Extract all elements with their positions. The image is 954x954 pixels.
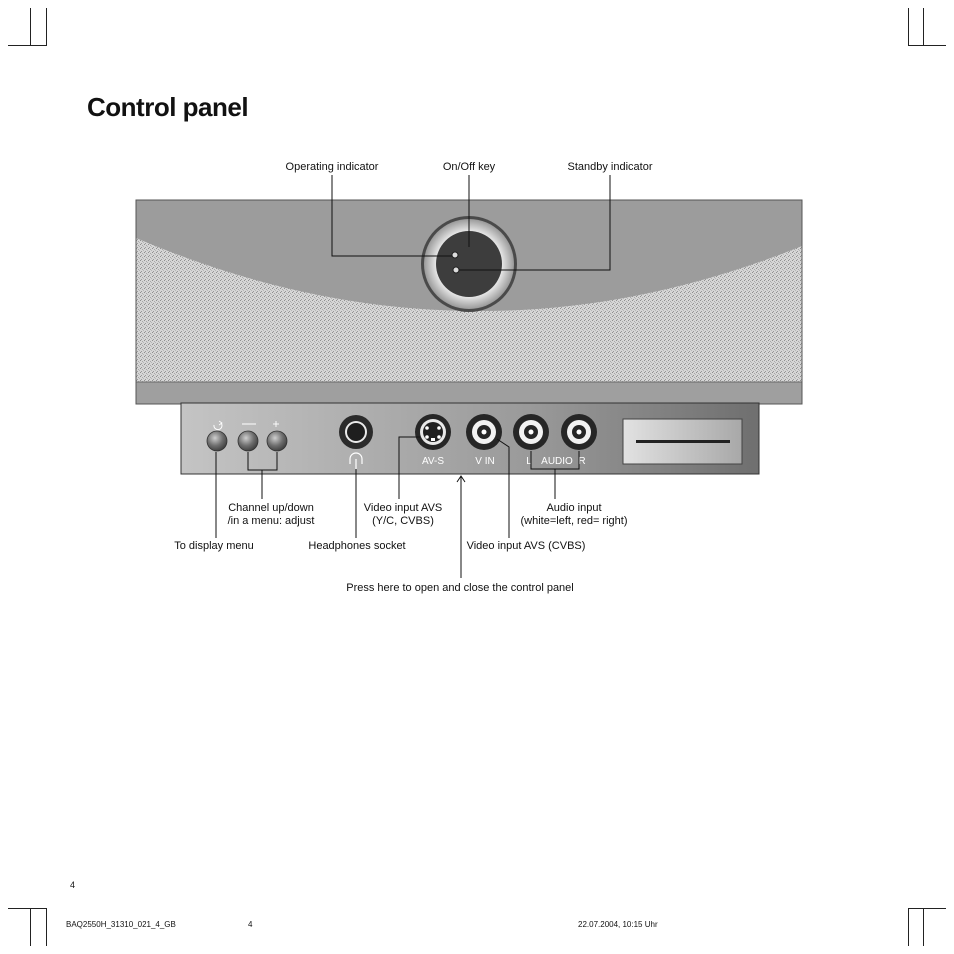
headphones-icon bbox=[349, 452, 363, 470]
label-av-s: AV-S bbox=[422, 456, 444, 467]
channel-down-button[interactable] bbox=[237, 430, 259, 452]
crop-mark bbox=[30, 908, 31, 946]
crop-mark bbox=[908, 45, 946, 46]
page-title: Control panel bbox=[87, 92, 249, 122]
label-press-here: Press here to open and close the control… bbox=[346, 582, 574, 594]
label-video-avs-line1: Video input AVS bbox=[363, 502, 443, 514]
label-video-input-cvbs: Video input AVS (CVBS) bbox=[466, 540, 586, 552]
label-channel: Channel up/down /in a menu: adjust bbox=[228, 502, 315, 528]
menu-button[interactable] bbox=[206, 430, 228, 452]
footer-doc-id: BAQ2550H_31310_021_4_GB bbox=[66, 920, 176, 929]
label-r: R bbox=[578, 456, 585, 467]
label-headphones-socket: Headphones socket bbox=[308, 540, 406, 552]
audio-left-socket[interactable] bbox=[513, 414, 549, 450]
crop-mark bbox=[46, 908, 47, 946]
label-channel-line2: /in a menu: adjust bbox=[227, 515, 315, 527]
label-audio-line1: Audio input bbox=[546, 502, 602, 514]
label-video-avs-line2: (Y/C, CVBS) bbox=[372, 515, 434, 527]
label-audio-line2: (white=left, red= right) bbox=[520, 515, 628, 527]
av-s-socket[interactable] bbox=[415, 414, 451, 450]
label-channel-line1: Channel up/down bbox=[228, 502, 314, 514]
label-on-off-key: On/Off key bbox=[442, 161, 496, 173]
crop-mark bbox=[8, 908, 46, 909]
v-in-socket[interactable] bbox=[466, 414, 502, 450]
operating-indicator bbox=[451, 251, 459, 259]
footer-page: 4 bbox=[248, 920, 253, 929]
label-audio: AUDIO bbox=[541, 456, 573, 467]
page-number: 4 bbox=[70, 880, 76, 890]
label-audio-input: Audio input (white=left, red= right) bbox=[521, 502, 628, 528]
standby-indicator bbox=[452, 266, 460, 274]
crop-mark bbox=[908, 908, 946, 909]
crop-mark bbox=[46, 8, 47, 46]
label-operating-indicator: Operating indicator bbox=[285, 161, 379, 173]
crop-mark bbox=[923, 908, 924, 946]
label-display-menu: To display menu bbox=[174, 540, 254, 552]
label-video-input-avs: Video input AVS (Y/C, CVBS) bbox=[364, 502, 443, 528]
label-standby-indicator: Standby indicator bbox=[567, 161, 653, 173]
crop-mark bbox=[908, 908, 909, 946]
channel-up-button[interactable] bbox=[266, 430, 288, 452]
crop-mark bbox=[8, 45, 46, 46]
label-l: L bbox=[526, 456, 532, 467]
crop-mark bbox=[923, 8, 924, 46]
audio-right-socket[interactable] bbox=[561, 414, 597, 450]
on-off-key[interactable] bbox=[421, 216, 517, 312]
menu-icon bbox=[213, 422, 223, 431]
label-v-in: V IN bbox=[475, 456, 494, 467]
crop-mark bbox=[908, 8, 909, 46]
plus-icon bbox=[273, 421, 279, 427]
headphones-socket[interactable] bbox=[339, 415, 373, 449]
footer-timestamp: 22.07.2004, 10:15 Uhr bbox=[578, 920, 658, 929]
crop-mark bbox=[30, 8, 31, 46]
